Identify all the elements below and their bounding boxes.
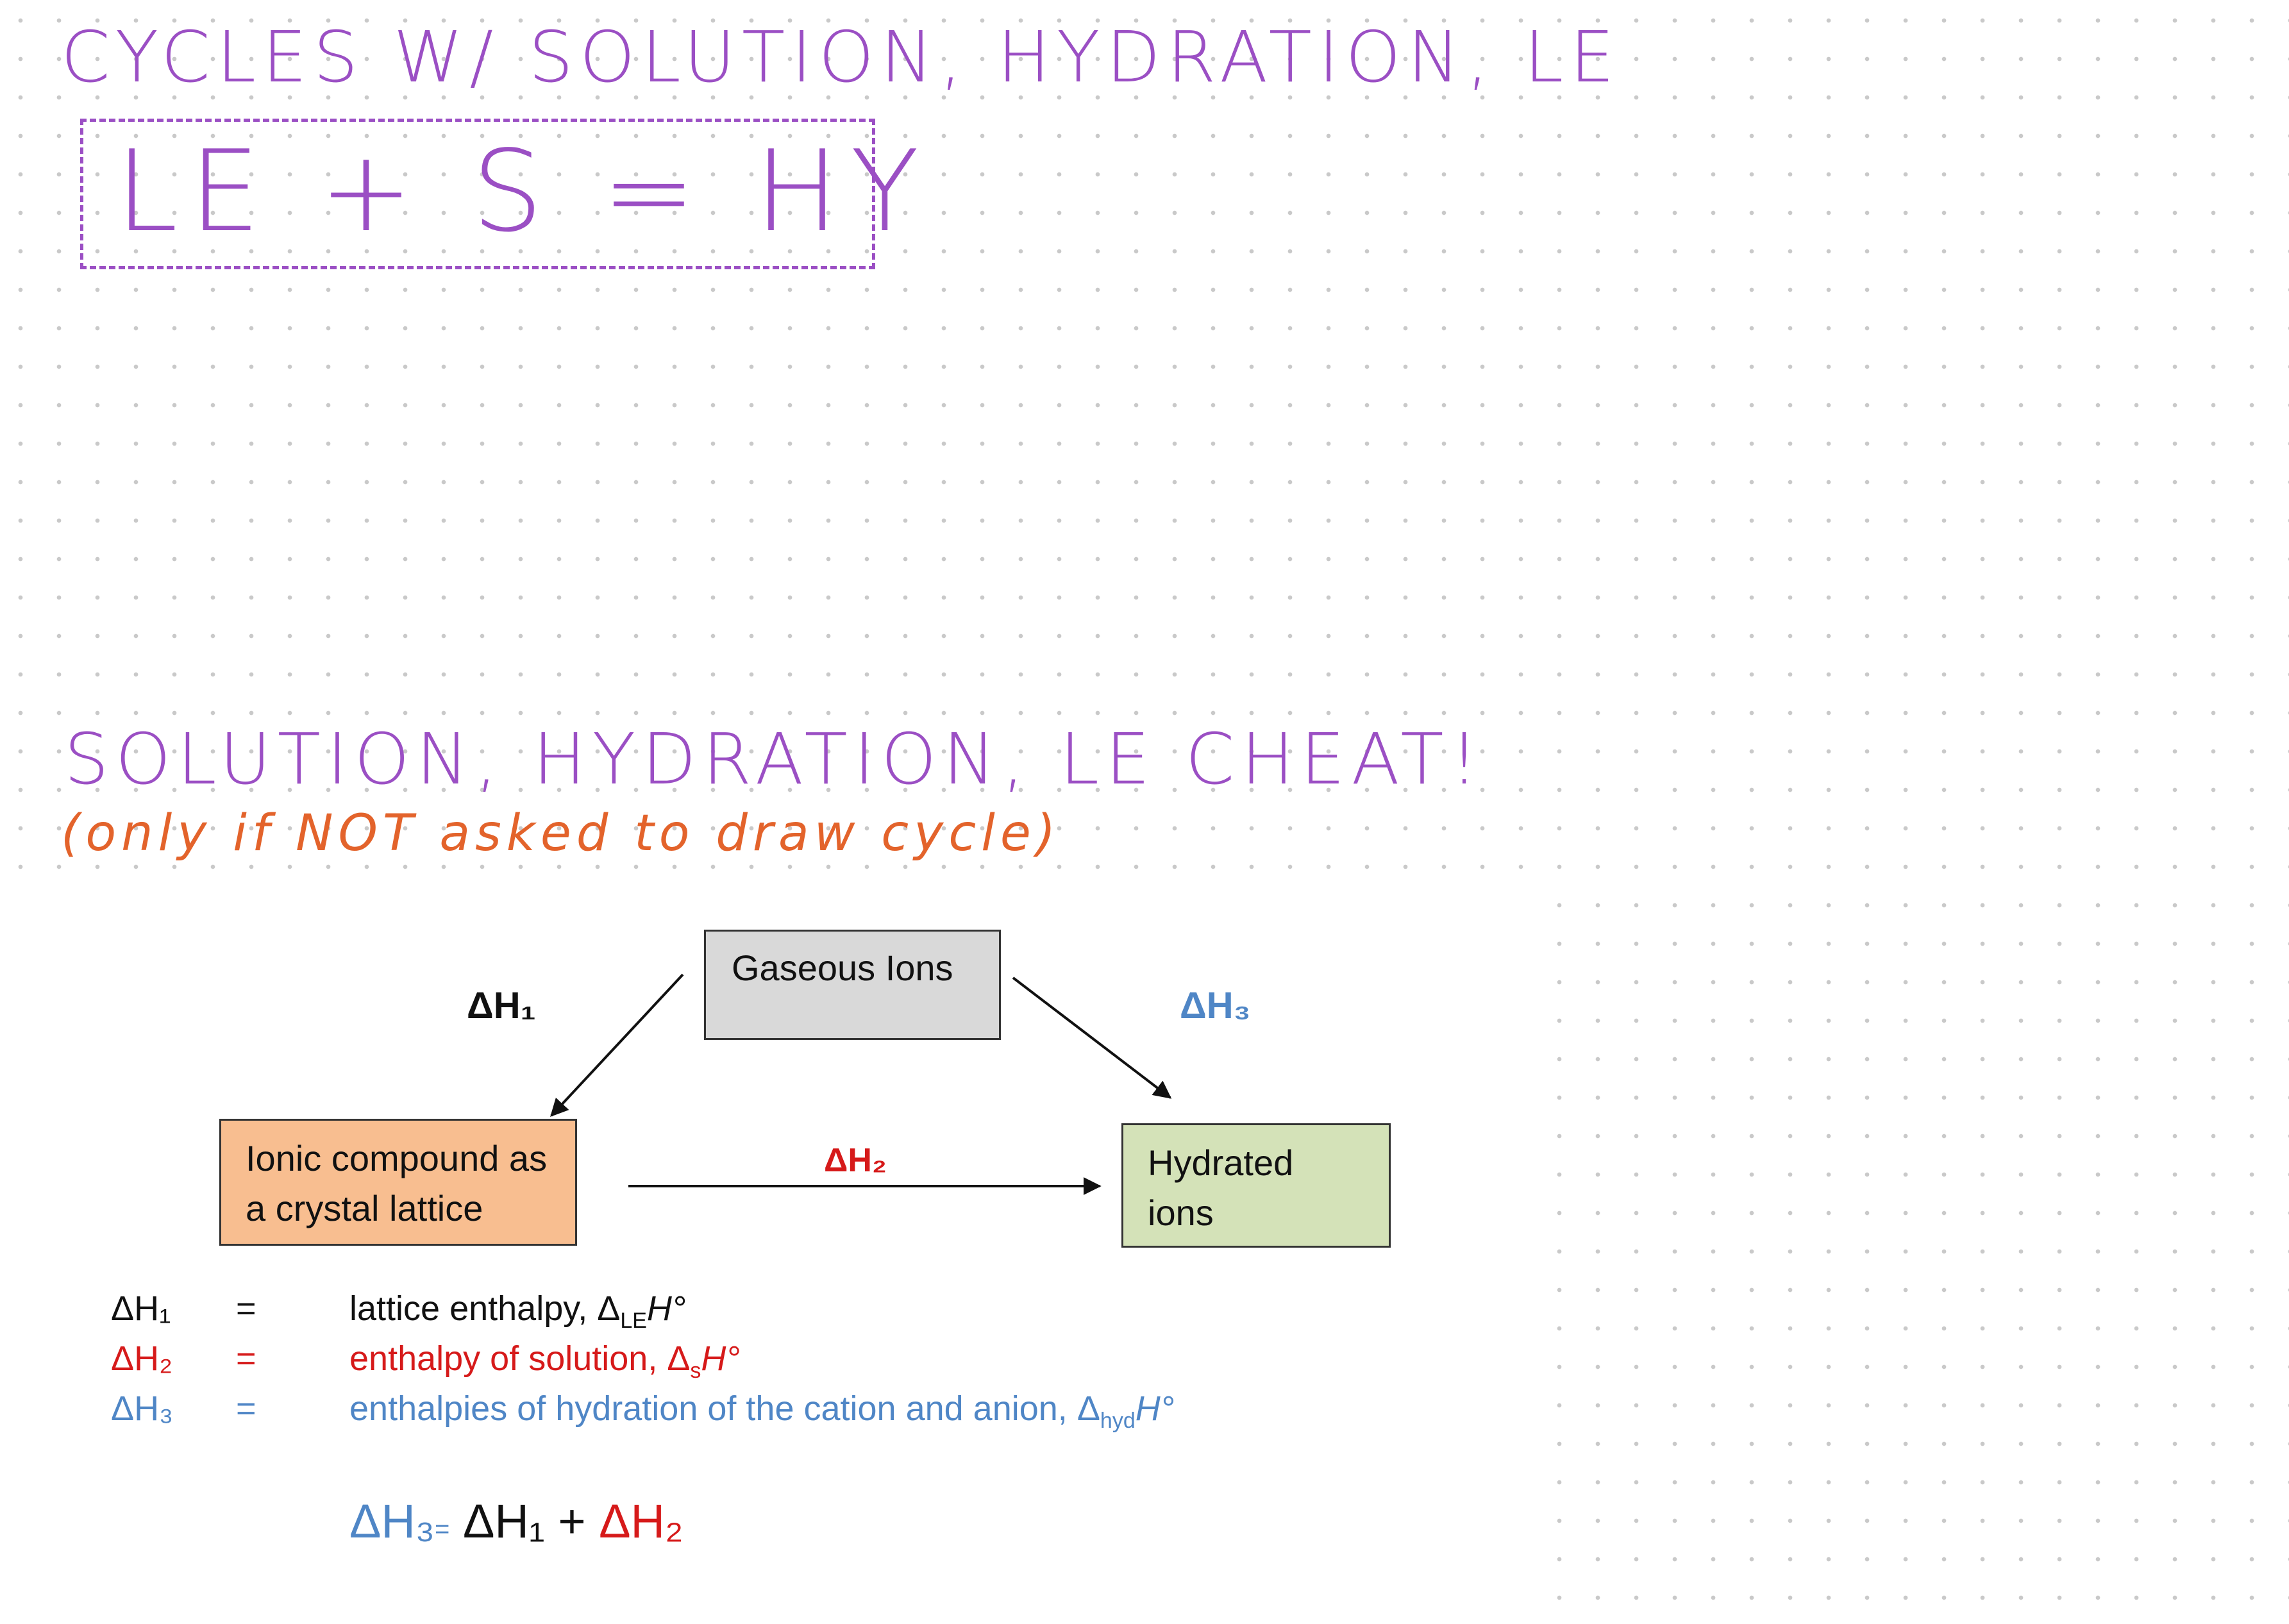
legend-equals-h3: =: [236, 1389, 256, 1428]
boxed-equation: LE + S = HY: [80, 119, 919, 269]
legend-desc-h1: lattice enthalpy, ΔLEH°: [349, 1289, 686, 1333]
legend-desc-h3: enthalpies of hydration of the cation an…: [349, 1389, 1175, 1433]
gaseous-ions-label: Gaseous Ions: [732, 948, 953, 988]
delta-h2-label: ΔH₂: [824, 1142, 887, 1179]
delta-h1-label: ΔH₁: [467, 985, 536, 1026]
enthalpy-formula: ΔH₃= ΔH₁ + ΔH₂: [349, 1494, 683, 1548]
legend-symbol-h1: ΔH₁: [111, 1289, 171, 1328]
delta-h3-label: ΔH₃: [1180, 985, 1251, 1026]
formula-plus: +: [544, 1494, 600, 1548]
legend-equals-h1: =: [236, 1289, 256, 1328]
boxed-equation-text: LE + S = HY: [115, 127, 931, 257]
legend-symbol-h3: ΔH₃: [111, 1389, 174, 1428]
gaseous-ions-box: Gaseous Ions: [704, 930, 1001, 1040]
formula-h1: ΔH₁: [462, 1494, 545, 1548]
ionic-compound-line1: Ionic compound as: [246, 1138, 548, 1178]
formula-equals: =: [435, 1515, 450, 1543]
legend-equals-h2: =: [236, 1339, 256, 1378]
cheat-note: (only if NOT asked to draw cycle): [61, 805, 1061, 862]
legend-symbol-h2: ΔH₂: [111, 1339, 173, 1378]
cheat-title: SOLUTION, HYDRATION, LE CHEAT!: [64, 718, 1485, 800]
hydrated-ions-line2: ions: [1148, 1193, 1214, 1233]
ionic-compound-box: Ionic compound as a crystal lattice: [219, 1119, 577, 1246]
ionic-compound-line2: a crystal lattice: [246, 1188, 483, 1228]
formula-lhs: ΔH₃: [349, 1494, 435, 1548]
hydrated-ions-line1: Hydrated: [1148, 1143, 1294, 1183]
page-title: CYCLES W/ SOLUTION, HYDRATION, LE: [61, 16, 1621, 98]
legend-desc-h2: enthalpy of solution, ΔsH°: [349, 1339, 741, 1383]
hydrated-ions-box: Hydrated ions: [1121, 1123, 1391, 1248]
formula-h2: ΔH₂: [599, 1494, 683, 1548]
